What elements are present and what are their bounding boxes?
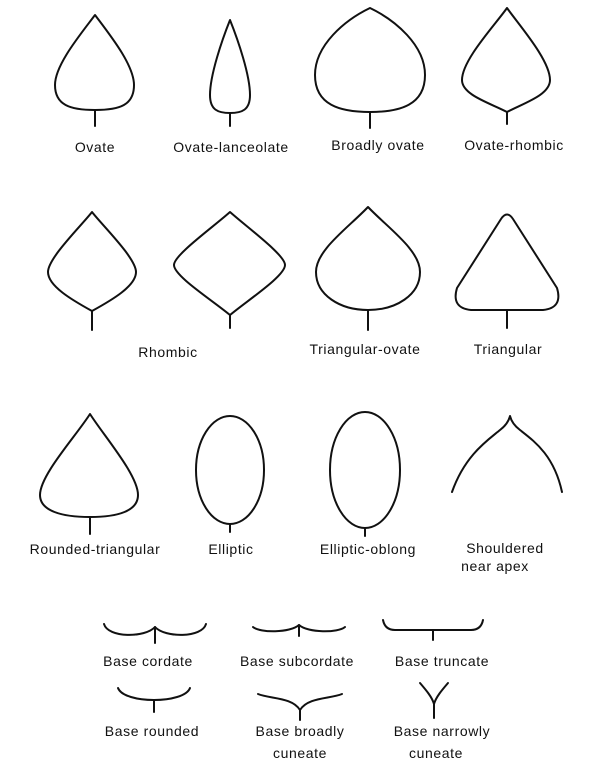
ovate-lanceolate-leaf-outline (210, 20, 250, 113)
base-rounded-outline (118, 688, 190, 700)
rhombic-leaf-2-outline (174, 212, 285, 315)
rounded-triangular-leaf-outline (40, 414, 138, 517)
label-base-broadly-line1: Base broadly (256, 723, 345, 739)
elliptic-oblong-leaf-outline (330, 412, 400, 528)
ovate-leaf-outline (55, 15, 134, 110)
rhombic-leaf-1-outline (48, 212, 136, 311)
label-rounded-triangular: Rounded-triangular (30, 541, 161, 557)
label-base-subcordate: Base subcordate (240, 653, 354, 669)
label-ovate-rhombic: Ovate-rhombic (464, 137, 564, 153)
elliptic-leaf-outline (196, 416, 264, 524)
label-rhombic: Rhombic (138, 344, 197, 360)
base-broadly-cuneate-outline (258, 694, 342, 710)
label-elliptic: Elliptic (208, 541, 253, 557)
label-base-cordate: Base cordate (103, 653, 193, 669)
base-truncate-outline (383, 620, 483, 630)
label-base-truncate: Base truncate (395, 653, 489, 669)
triangular-leaf-outline (456, 215, 559, 311)
label-ovate-lanceolate: Ovate-lanceolate (173, 139, 288, 155)
label-triangular: Triangular (474, 341, 543, 357)
label-shouldered-line2: near apex (461, 558, 529, 574)
label-base-broadly-line2: cuneate (273, 745, 327, 761)
label-base-rounded: Base rounded (105, 723, 199, 739)
broadly-ovate-leaf-outline (315, 8, 425, 112)
label-shouldered-line1: Shouldered (466, 540, 544, 556)
label-elliptic-oblong: Elliptic-oblong (320, 541, 416, 557)
shouldered-near-apex-outline (452, 416, 562, 492)
base-narrowly-cuneate-outline (420, 683, 448, 704)
label-triangular-ovate: Triangular-ovate (309, 341, 420, 357)
label-base-narrowly-line2: cuneate (409, 745, 463, 761)
label-base-narrowly-line1: Base narrowly (394, 723, 491, 739)
triangular-ovate-leaf-outline (316, 207, 420, 310)
ovate-rhombic-leaf-outline (462, 8, 550, 112)
label-ovate: Ovate (75, 139, 115, 155)
label-broadly-ovate: Broadly ovate (331, 137, 424, 153)
